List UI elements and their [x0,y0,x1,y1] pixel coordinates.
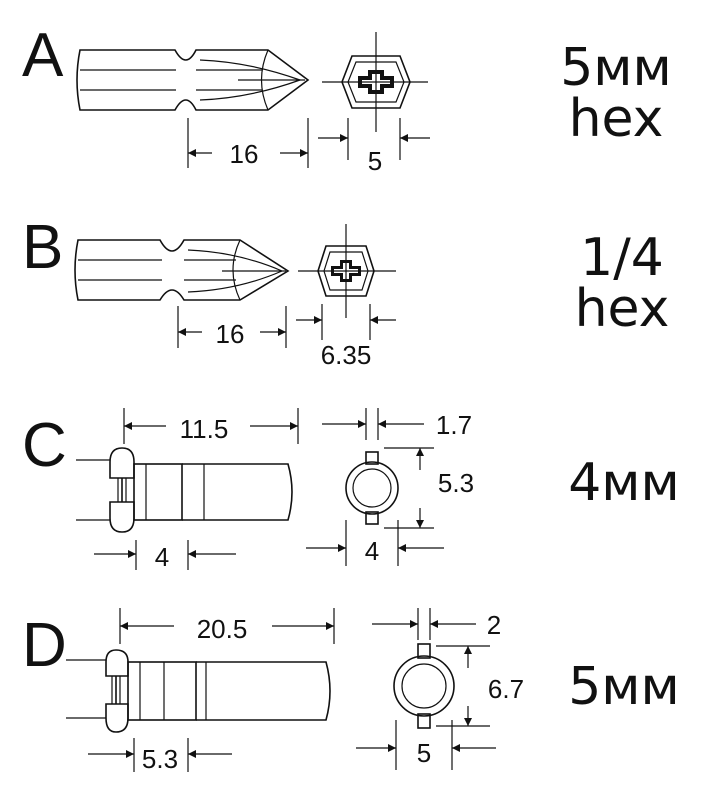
bit-b-end-view [298,224,396,318]
pin-d-end-view [393,643,455,729]
pin-d-total-length-label: 20.5 [197,614,248,644]
section-d: D 20.5 [22,608,680,774]
section-letter-a: A [22,21,64,90]
pin-c-end-view [345,451,399,525]
bit-a-type-label: hex [569,89,664,149]
bit-b-size-label: 1/4 [580,228,664,288]
section-letter-c: C [22,411,67,480]
section-a: A 16 [22,21,672,176]
pin-c-height-label: 5.3 [438,468,474,498]
section-b: B 16 6.35 [22,213,669,370]
pin-d-diameter-label: 5 [417,738,431,768]
section-letter-b: B [22,213,63,282]
bit-a-side-view [76,49,310,111]
pin-d-side-view [66,649,331,733]
section-letter-d: D [22,611,67,680]
pin-d-lug-width-label: 2 [487,610,501,640]
pin-d-height-label: 6.7 [488,674,524,704]
pin-d-tip-length-label: 5.3 [142,744,178,774]
bit-a-size-label: 5мм [560,38,672,98]
bit-b-type-label: hex [575,279,670,339]
pin-c-total-length-label: 11.5 [180,414,229,444]
bit-a-end-view [322,32,428,132]
bit-b-width-label: 6.35 [321,340,372,370]
pin-c-diameter-label: 4 [365,536,379,566]
pin-c-dimensions: 11.5 4 1.7 5.3 4 [94,408,474,572]
pin-c-size-label: 4мм [568,453,680,513]
bit-b-length-label: 16 [216,319,245,349]
bit-b-dimensions: 16 6.35 [177,304,396,370]
bit-a-width-label: 5 [368,146,382,176]
pin-c-lug-width-label: 1.7 [436,410,472,440]
pin-c-tip-length-label: 4 [155,542,169,572]
bit-b-side-view [74,239,290,301]
bit-a-dimensions: 16 5 [187,118,430,176]
section-c: C 11.5 [22,408,680,572]
pin-d-dimensions: 20.5 5.3 2 6.7 5 [88,608,524,774]
bit-a-length-label: 16 [230,139,259,169]
pin-c-side-view [76,447,293,533]
pin-d-size-label: 5мм [568,657,680,717]
